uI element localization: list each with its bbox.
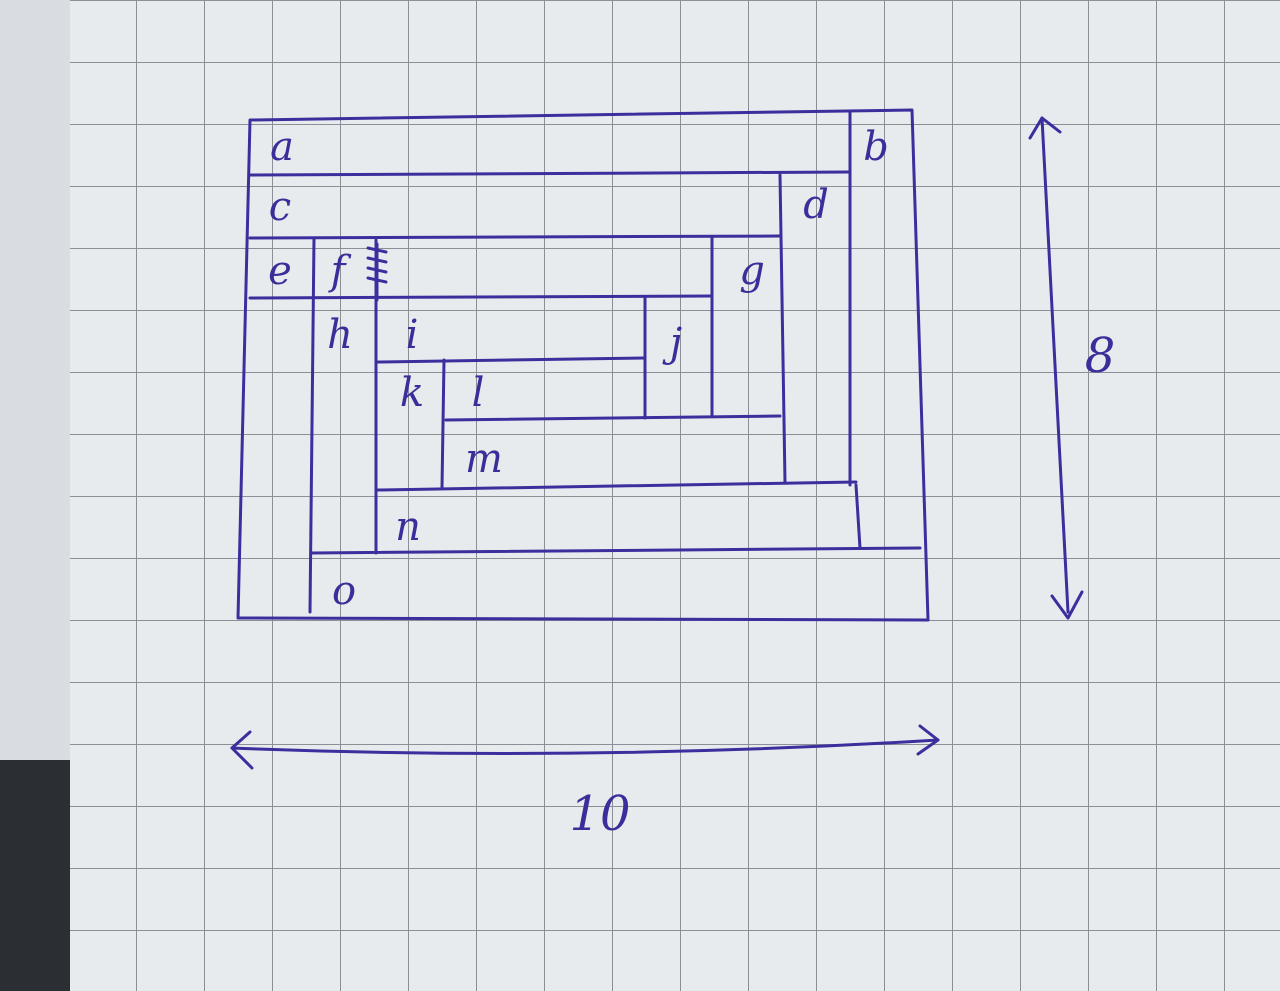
cell-label-n: n — [395, 504, 421, 550]
width-arrow — [230, 724, 940, 770]
line-n-bottom — [310, 546, 922, 555]
cell-label-l: l — [472, 370, 485, 416]
line-b-lower — [854, 483, 862, 550]
line-i-bottom — [376, 356, 647, 364]
cell-label-e: e — [268, 248, 292, 294]
squiggle-mark — [366, 242, 388, 302]
cell-label-o: o — [332, 568, 356, 614]
cell-label-i: i — [406, 312, 419, 358]
line-c-bottom — [248, 234, 782, 240]
height-label: 8 — [1085, 328, 1116, 384]
rectangle-sketch — [236, 108, 930, 622]
cell-label-b: b — [863, 124, 889, 170]
cell-label-m: m — [465, 436, 503, 482]
cell-label-c: c — [269, 184, 291, 230]
desk-edge — [0, 760, 70, 991]
line-kl-bottom — [444, 414, 782, 422]
cell-label-a: a — [270, 124, 294, 170]
line-m-bottom — [376, 480, 858, 492]
cell-label-g: g — [739, 248, 765, 294]
line-k-right — [440, 358, 446, 490]
height-arrow — [1028, 116, 1084, 620]
width-label: 10 — [569, 786, 630, 842]
line-a-bottom — [248, 170, 852, 177]
line-ef-bottom — [248, 294, 714, 300]
grid-sheet — [70, 0, 1280, 991]
cell-label-h: h — [327, 312, 353, 358]
line-d-left — [778, 173, 787, 484]
cell-label-k: k — [400, 370, 424, 416]
outer-frame — [236, 108, 930, 622]
line-e-right — [308, 236, 316, 614]
cell-label-d: d — [803, 182, 829, 228]
